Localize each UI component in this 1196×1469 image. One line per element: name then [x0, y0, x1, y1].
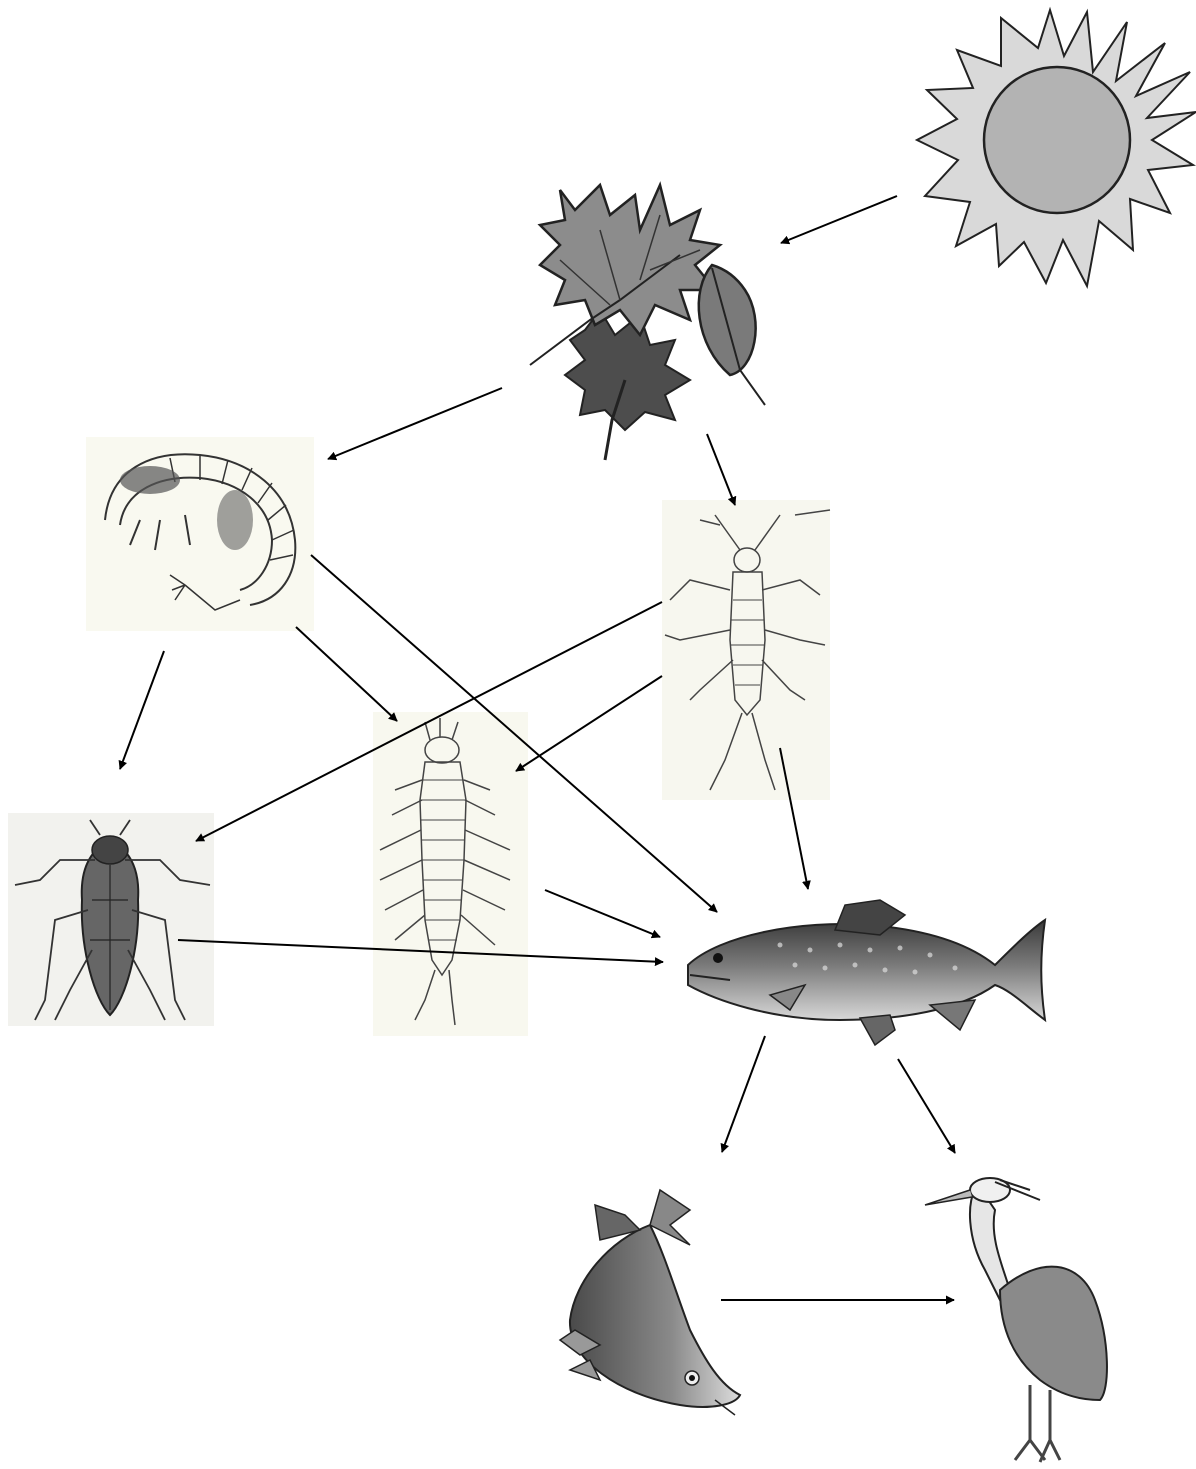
- heron-icon: [925, 1178, 1107, 1462]
- amphipod-icon: [86, 437, 314, 631]
- arrow-amphipod-to-water-bug: [120, 651, 164, 769]
- mayfly-nymph-icon: [662, 500, 830, 800]
- larva-icon: [373, 712, 528, 1036]
- arrow-amphipod-to-larva: [296, 627, 397, 721]
- arrow-leaves-to-mayfly-nymph: [707, 434, 735, 505]
- arrow-sun-to-leaves: [781, 196, 897, 243]
- water-bug-icon: [8, 813, 214, 1026]
- arrow-larva-to-trout: [545, 890, 660, 937]
- walleye-icon: [560, 1190, 740, 1415]
- arrow-mayfly-nymph-to-larva: [516, 676, 662, 771]
- arrow-trout-to-walleye: [722, 1036, 765, 1152]
- sun-icon: [917, 10, 1196, 286]
- arrow-leaves-to-amphipod: [328, 388, 502, 459]
- trout-icon: [688, 900, 1045, 1045]
- arrow-trout-to-heron: [898, 1059, 955, 1153]
- leaves-icon: [530, 185, 765, 460]
